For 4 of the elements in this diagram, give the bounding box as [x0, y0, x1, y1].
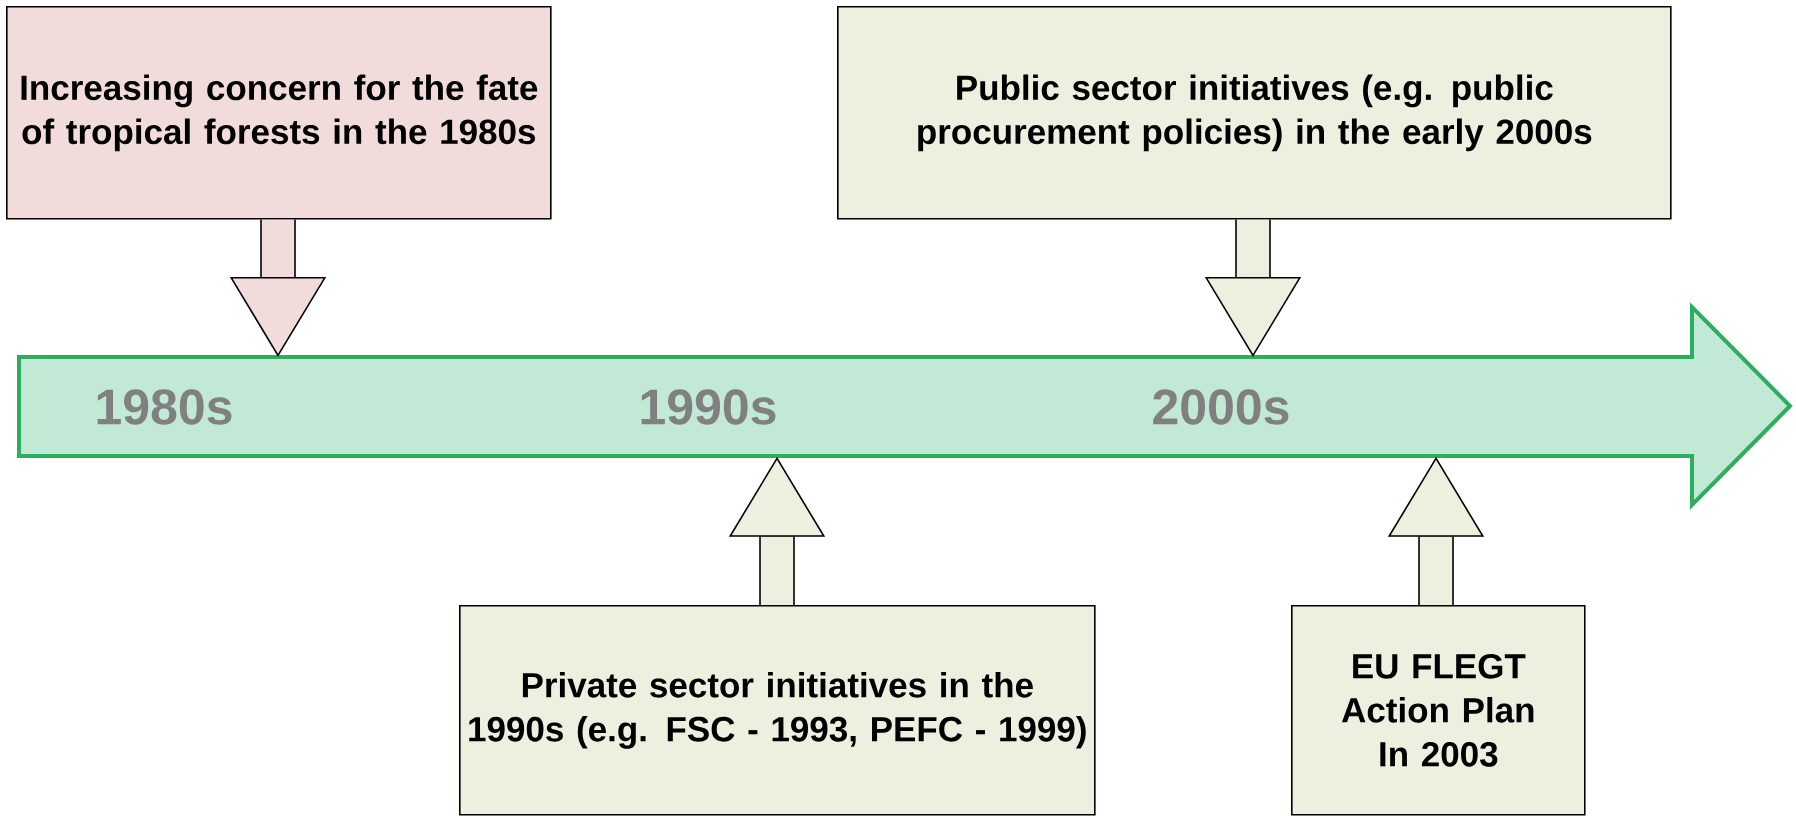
text-box: Increasing concern for the fate of tropical forests in the 1980s [6, 6, 552, 220]
text-box: EU FLEGT Action Plan In 2003 [1291, 605, 1586, 816]
text-box: Public sector initiatives (e.g. public procurement policies) in the early 2000s [837, 6, 1672, 220]
text-box: Private sector initiatives in the 1990s (e.g. FSC - 1993, PEFC - 1999) [459, 605, 1096, 816]
